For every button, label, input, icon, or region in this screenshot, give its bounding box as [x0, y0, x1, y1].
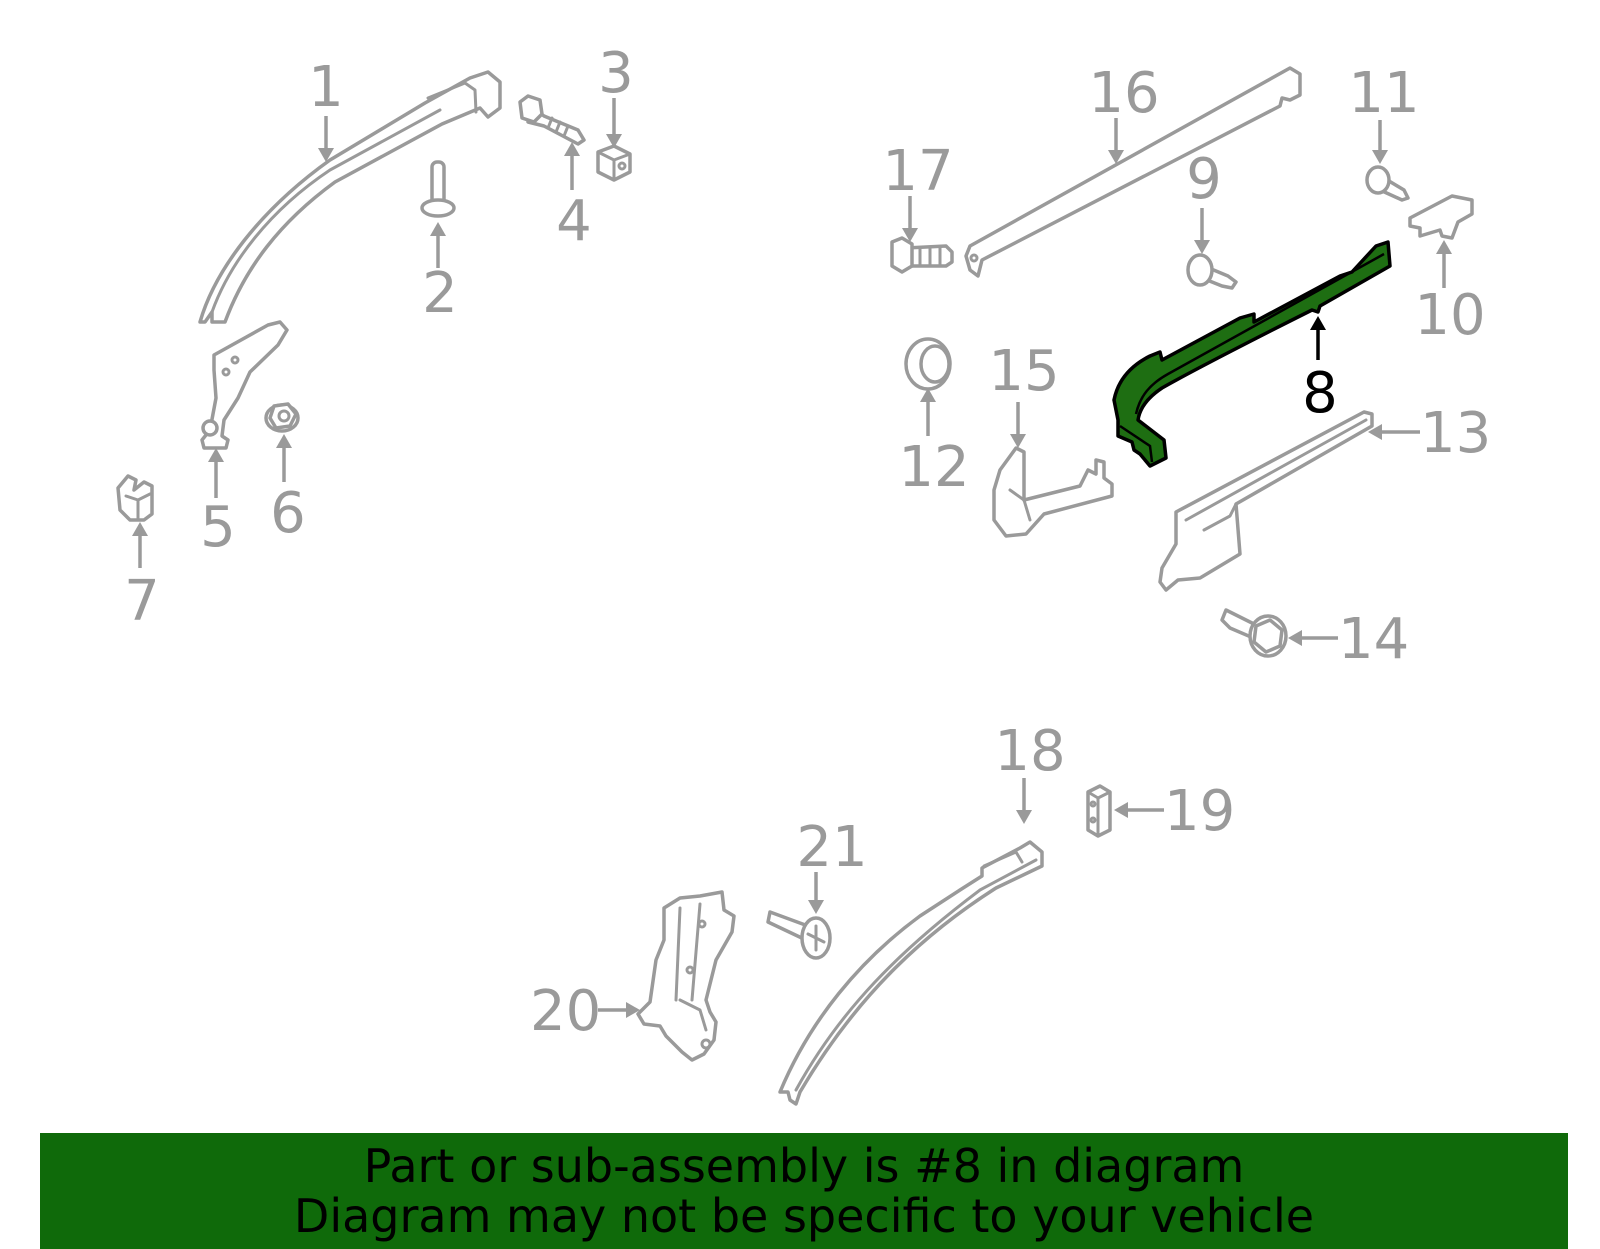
callout-15: 15 — [988, 339, 1059, 404]
callout-5: 5 — [200, 495, 236, 560]
callout-9: 9 — [1186, 147, 1222, 212]
info-banner: Part or sub-assembly is #8 in diagram Di… — [40, 1133, 1568, 1249]
part-11-screw[interactable] — [1365, 165, 1410, 202]
part-8-highlighted-rail[interactable] — [1112, 240, 1392, 468]
callout-8: 8 — [1302, 361, 1338, 426]
part-7-clip[interactable] — [116, 474, 154, 522]
banner-line-2: Diagram may not be specific to your vehi… — [293, 1189, 1315, 1243]
part-15-bracket[interactable] — [992, 446, 1114, 538]
part-4-bolt[interactable] — [518, 94, 586, 146]
callout-16: 16 — [1088, 61, 1159, 126]
part-12-grommet[interactable] — [904, 337, 952, 391]
part-17-hex-bolt[interactable] — [890, 236, 954, 274]
part-5-bracket[interactable] — [200, 320, 289, 450]
callout-6: 6 — [270, 481, 306, 546]
callout-14: 14 — [1338, 607, 1409, 672]
callout-4: 4 — [556, 189, 592, 254]
part-18-lower-curved-rail[interactable] — [778, 840, 1044, 1106]
callout-3: 3 — [598, 41, 634, 106]
part-16-strip[interactable] — [964, 66, 1302, 278]
callout-20: 20 — [530, 979, 601, 1044]
callout-13: 13 — [1420, 401, 1491, 466]
callout-1: 1 — [308, 55, 344, 120]
part-6-flange-nut[interactable] — [264, 402, 300, 433]
callout-leaders — [132, 98, 1452, 1018]
part-14-flange-bolt[interactable] — [1220, 608, 1288, 658]
callout-numbers: 1 2 3 4 5 6 7 8 9 10 11 12 13 14 15 16 1… — [124, 41, 1491, 1044]
part-21-screw[interactable] — [766, 910, 832, 960]
part-20-bracket[interactable] — [636, 890, 736, 1062]
callout-7: 7 — [124, 569, 160, 634]
callout-17: 17 — [882, 139, 953, 204]
part-9-screw[interactable] — [1186, 253, 1238, 290]
part-10-bracket[interactable] — [1408, 194, 1474, 240]
banner-line-1: Part or sub-assembly is #8 in diagram — [363, 1139, 1245, 1193]
part-13-sill-trim[interactable] — [1158, 410, 1374, 592]
callout-2: 2 — [422, 261, 458, 326]
part-2-pin[interactable] — [420, 160, 456, 218]
callout-19: 19 — [1164, 779, 1235, 844]
callout-12: 12 — [898, 435, 969, 500]
callout-18: 18 — [994, 719, 1065, 784]
part-19-block[interactable] — [1086, 784, 1112, 838]
part-3-square-nut[interactable] — [596, 144, 632, 182]
callout-21: 21 — [796, 815, 867, 880]
callout-11: 11 — [1348, 61, 1419, 126]
callout-10: 10 — [1414, 283, 1485, 348]
part-1-upper-curved-rail[interactable] — [198, 70, 502, 324]
